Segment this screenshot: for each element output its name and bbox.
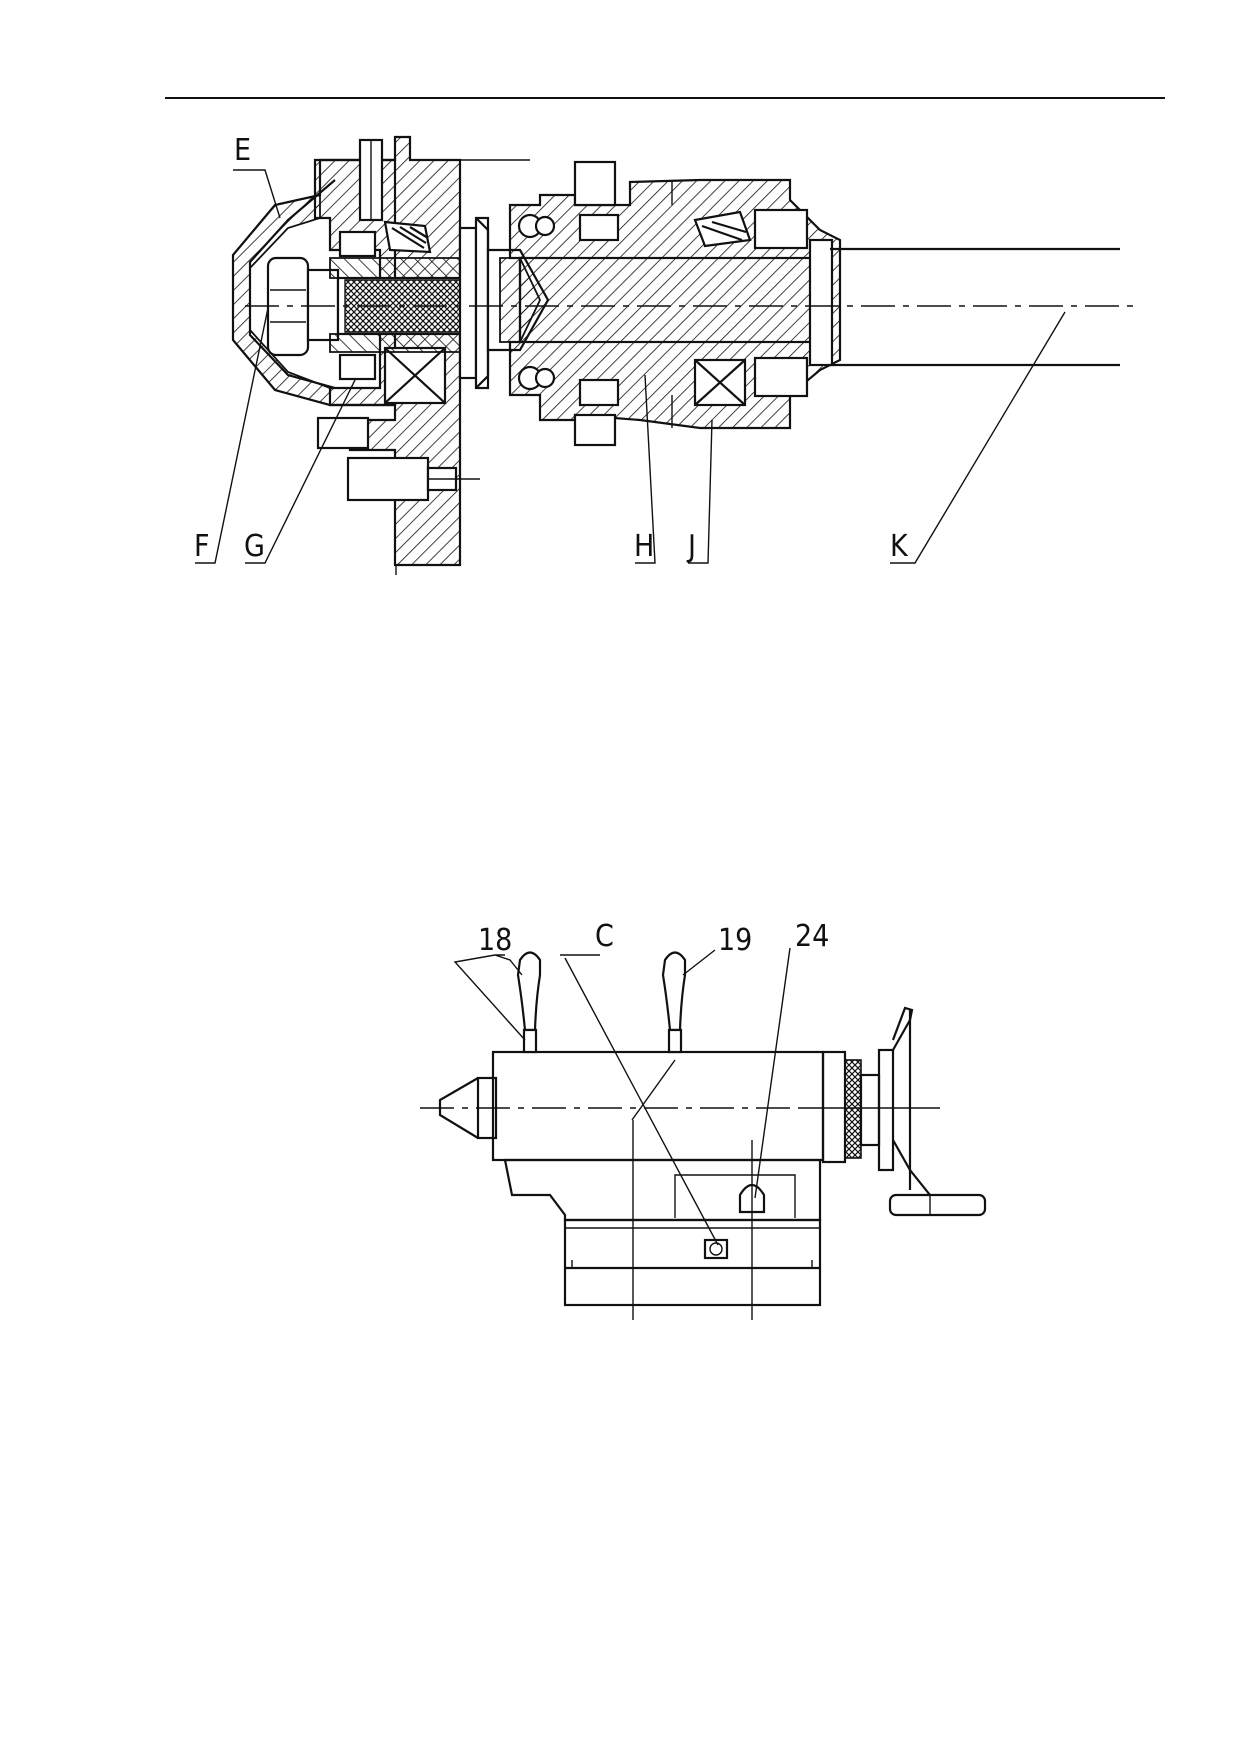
leader-h bbox=[635, 374, 656, 564]
label-f: F bbox=[194, 529, 210, 564]
leader-f bbox=[195, 307, 269, 564]
lever-18 bbox=[516, 951, 542, 1032]
base-plate bbox=[563, 1218, 822, 1307]
lower-bolt bbox=[346, 456, 430, 502]
label-24: 24 bbox=[795, 919, 829, 954]
lower-body bbox=[503, 1158, 822, 1222]
leader-j bbox=[688, 419, 713, 564]
flange-plate bbox=[458, 226, 478, 380]
leader-24 bbox=[754, 947, 791, 1199]
tailstock-view: 18 C 19 24 bbox=[420, 919, 987, 1320]
label-h: H bbox=[634, 529, 654, 564]
label-c: C bbox=[595, 919, 614, 954]
sectional-view: E F G H J K bbox=[194, 133, 1140, 575]
leader-e bbox=[233, 169, 281, 219]
graduated-dial bbox=[844, 1059, 862, 1159]
gear-top-tooth bbox=[573, 160, 617, 207]
crank-handle bbox=[888, 1193, 987, 1217]
label-g: G bbox=[244, 529, 265, 564]
gear-bottom-tooth bbox=[573, 413, 617, 447]
label-e: E bbox=[234, 133, 251, 168]
leader-19 bbox=[682, 949, 716, 976]
end-nut-top bbox=[753, 208, 809, 250]
label-j: J bbox=[686, 529, 696, 564]
leader-k bbox=[890, 311, 1066, 564]
leader-18 bbox=[453, 954, 526, 1041]
leader-g bbox=[245, 379, 356, 564]
label-19: 19 bbox=[718, 923, 752, 958]
screw-g-head bbox=[316, 416, 370, 450]
lever-19 bbox=[661, 951, 687, 1032]
label-k: K bbox=[890, 529, 909, 564]
end-nut-bottom bbox=[753, 356, 809, 398]
label-18: 18 bbox=[478, 923, 512, 958]
leader-c bbox=[560, 954, 719, 1246]
